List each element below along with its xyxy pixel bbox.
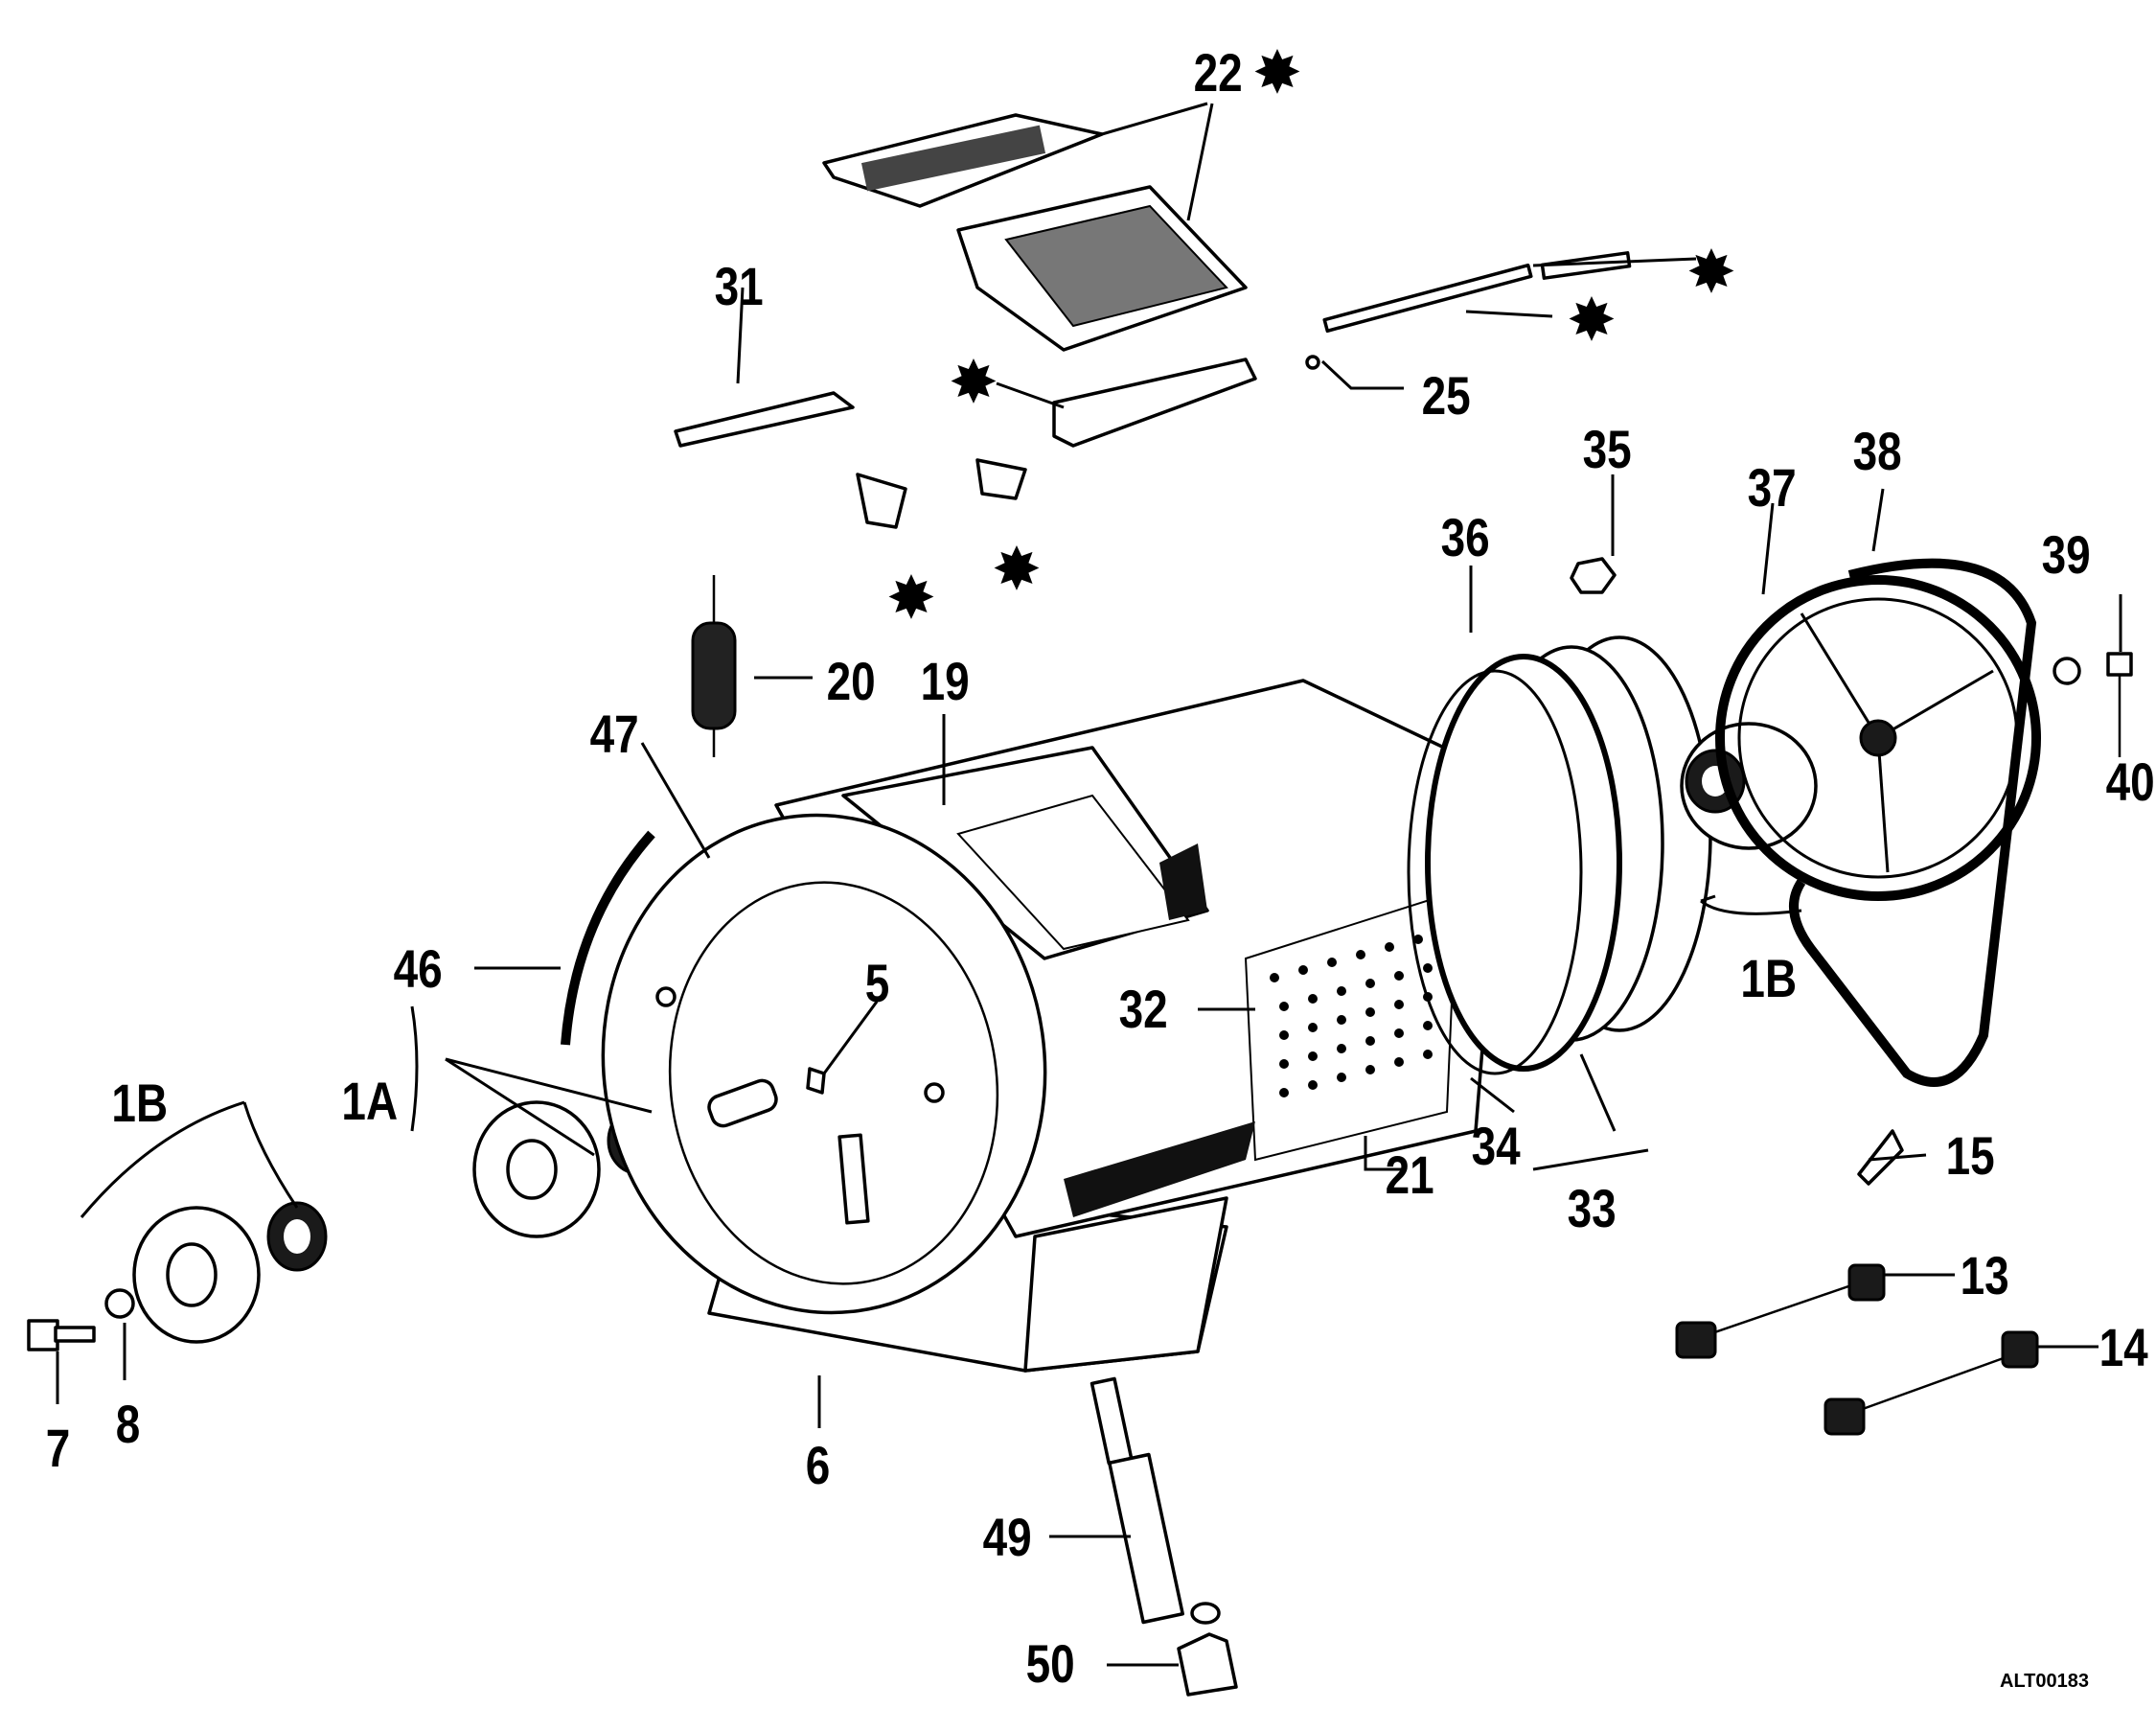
callout-50: 50 — [1026, 1634, 1075, 1694]
part-14-damper-rod — [1823, 1330, 2039, 1436]
star-marker-22: ✸ — [1252, 37, 1302, 107]
callout-6: 6 — [806, 1436, 831, 1495]
star-marker-clip-right: ✸ — [992, 534, 1042, 604]
callout-36: 36 — [1441, 508, 1490, 567]
callout-19: 19 — [921, 652, 970, 711]
callout-32: 32 — [1119, 980, 1168, 1039]
part-36-rear-rings — [1407, 635, 1712, 1075]
callout-14: 14 — [2099, 1318, 2149, 1377]
drawing-code: ALT00183 — [2000, 1671, 2089, 1692]
part-31-baffle — [674, 391, 855, 448]
callout-7: 7 — [46, 1419, 71, 1478]
leader-lines — [56, 102, 2122, 1667]
part-38-belt — [1789, 558, 2037, 1087]
callout-35: 35 — [1583, 420, 1632, 479]
callout-25: 25 — [1422, 366, 1471, 426]
star-marker-bracket: ✸ — [949, 347, 998, 417]
callout-1A: 1A — [341, 1072, 398, 1131]
drum-perforations — [1270, 935, 1433, 1097]
replacement-star-markers: ✸ ✸ ✸ ✸ ✸ — [886, 237, 1736, 633]
callout-1B-left: 1B — [111, 1074, 168, 1133]
part-25-shaft — [1305, 251, 1632, 370]
part-49-shock-absorber — [1089, 1376, 1221, 1625]
part-20-spring — [691, 575, 737, 757]
part-22-paddle-covers — [822, 113, 1248, 352]
part-8-washer — [104, 1288, 135, 1319]
callout-31: 31 — [715, 257, 764, 316]
part-39-washer — [2053, 657, 2081, 685]
part-7-bolt — [27, 1319, 96, 1351]
callout-47: 47 — [590, 704, 639, 764]
part-bracket — [1052, 358, 1257, 448]
part-37-pulley — [1715, 575, 2041, 901]
callout-40: 40 — [2106, 752, 2155, 812]
callout-39: 39 — [2042, 525, 2091, 585]
callout-37: 37 — [1748, 458, 1797, 518]
callout-34: 34 — [1472, 1117, 1522, 1176]
part-5-shaft-stub — [707, 1067, 870, 1225]
callout-49: 49 — [983, 1508, 1032, 1567]
callout-8: 8 — [116, 1395, 141, 1454]
part-46-seal-arc — [561, 830, 655, 1046]
callout-15: 15 — [1946, 1126, 1995, 1186]
callout-20: 20 — [827, 652, 876, 711]
callout-33: 33 — [1568, 1179, 1617, 1238]
callout-46: 46 — [394, 939, 443, 999]
callout-1B-right: 1B — [1740, 949, 1797, 1008]
star-marker-clip-left: ✸ — [886, 563, 936, 633]
star-marker-shaft: ✸ — [1567, 285, 1617, 355]
star-marker-pin: ✸ — [1686, 237, 1736, 307]
part-35-nut — [1570, 557, 1617, 594]
part-50-mount-bracket — [1177, 1632, 1238, 1697]
callout-13: 13 — [1961, 1246, 2009, 1305]
part-47-front-panel — [601, 813, 1047, 1315]
part-spring-clips — [856, 458, 1027, 529]
callout-22: 22 — [1194, 43, 1243, 103]
part-40-screw — [2106, 652, 2133, 757]
callout-labels: 22 ✸ 31 25 35 36 37 38 39 40 20 19 47 46… — [46, 37, 2155, 1694]
part-13-damper-rod — [1675, 1263, 1886, 1359]
part-1B-left-bearing — [132, 1201, 328, 1344]
callout-21: 21 — [1386, 1145, 1434, 1205]
callout-5: 5 — [865, 954, 890, 1013]
callout-38: 38 — [1853, 422, 1902, 481]
